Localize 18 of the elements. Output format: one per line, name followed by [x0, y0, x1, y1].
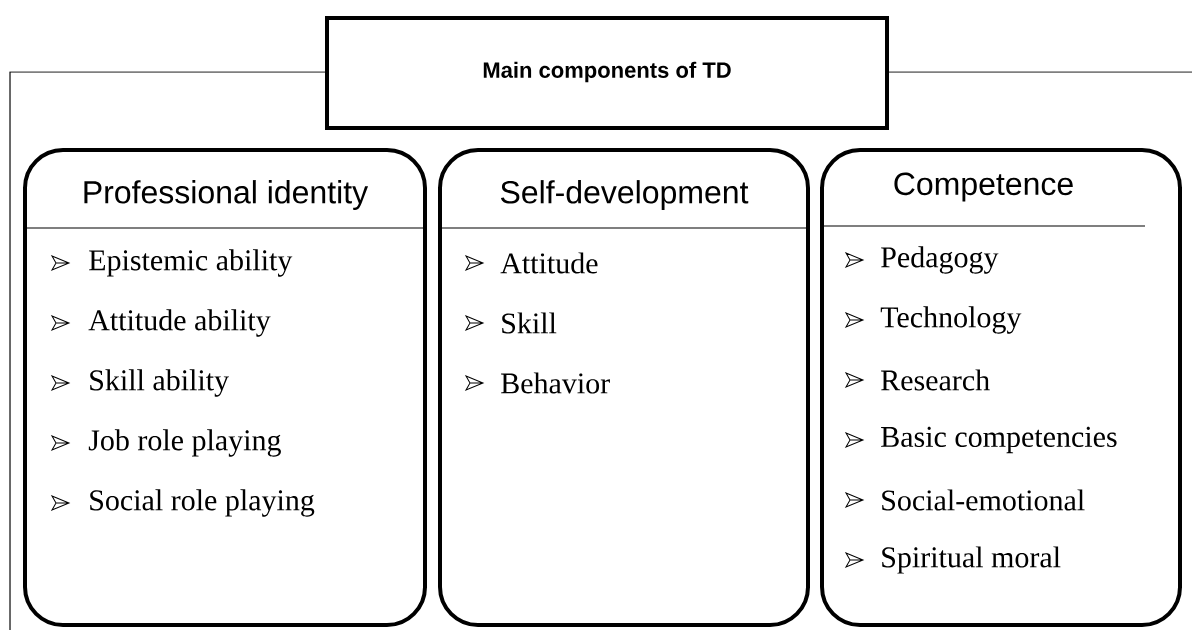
heading: Competence: [894, 172, 1073, 202]
heading: Professional identity: [84, 180, 369, 210]
list-item: Basic competencies: [881, 426, 1117, 454]
list-item: Technology: [880, 306, 1022, 334]
heading: Self-development: [500, 180, 749, 210]
list-item: Pedagogy: [881, 246, 999, 274]
list-item: Skill ability: [90, 369, 229, 397]
list-item: Job role playing: [88, 429, 281, 457]
list-item: Attitude ability: [88, 309, 271, 337]
title-text: Main components of TD: [483, 61, 731, 83]
list-item: Epistemic ability: [89, 249, 293, 277]
list-item: Skill: [502, 312, 557, 334]
list-item: Social role playing: [90, 489, 315, 517]
list-item: Social-emotional: [882, 489, 1085, 511]
list-item: Spiritual moral: [882, 546, 1061, 574]
list-item: Attitude: [500, 252, 598, 274]
list-item: Research: [881, 369, 990, 391]
list-item: Behavior: [501, 372, 610, 394]
